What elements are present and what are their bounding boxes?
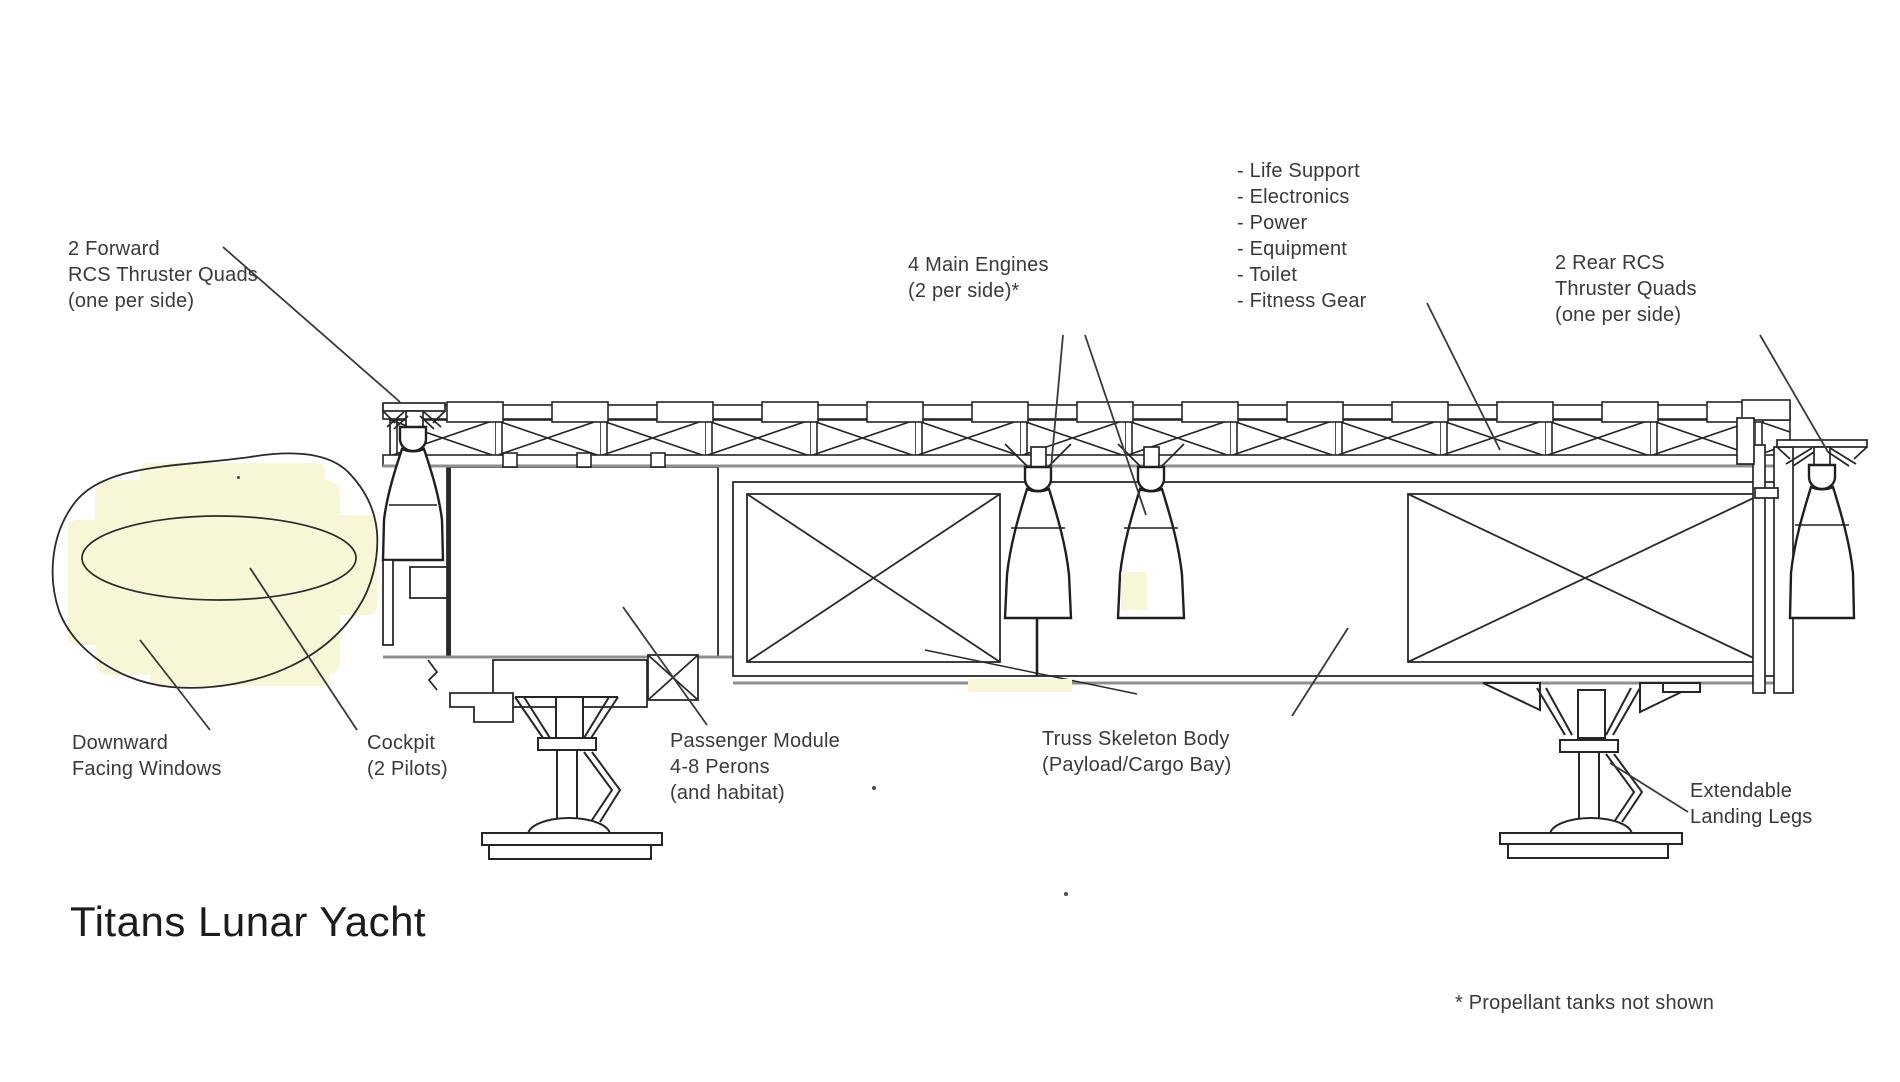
aft-plate-outer	[1752, 444, 1766, 694]
leader-windows	[139, 639, 211, 731]
label-truss-body: Truss Skeleton Body (Payload/Cargo Bay)	[1042, 728, 1232, 776]
landing-leg-left	[481, 696, 663, 860]
leader-truss-body	[1291, 627, 1349, 717]
rcs-quad-forward	[382, 402, 446, 430]
label-landing-legs: Extendable Landing Legs	[1690, 780, 1813, 828]
label-main-engines: 4 Main Engines (2 per side)*	[908, 254, 1049, 302]
module-left-port	[409, 566, 448, 599]
cockpit-blob	[51, 452, 379, 689]
hull-boxes	[383, 466, 1791, 723]
stray-dot-2	[1064, 892, 1068, 896]
stray-dot-3	[237, 476, 240, 479]
leader-contents	[1426, 302, 1501, 451]
cockpit-highlight	[68, 463, 377, 686]
window-ellipse	[81, 515, 357, 601]
label-windows: Downward Facing Windows	[72, 732, 222, 780]
engine-bell-front	[381, 425, 445, 646]
rcs-quad-rear	[1776, 439, 1868, 467]
label-module-contents: - Life Support - Electronics - Power - E…	[1237, 160, 1367, 312]
label-passenger-module: Passenger Module 4-8 Perons (and habitat…	[670, 730, 840, 804]
label-rear-rcs: 2 Rear RCS Thruster Quads (one per side)	[1555, 252, 1697, 326]
diagram-title: Titans Lunar Yacht	[70, 898, 427, 945]
engine-mount-mid-1	[1004, 443, 1072, 469]
label-forward-rcs: 2 Forward RCS Thruster Quads (one per si…	[68, 238, 258, 312]
leader-rear-rcs	[1759, 334, 1829, 453]
label-cockpit: Cockpit (2 Pilots)	[367, 732, 448, 780]
leader-engines-a	[1050, 334, 1064, 469]
truss-lugs	[502, 452, 666, 468]
engine-bell-mid-1	[1003, 465, 1073, 676]
leader-landing-legs	[1609, 762, 1689, 813]
footnote: * Propellant tanks not shown	[1455, 992, 1715, 1014]
engine-bell-mid-2	[1116, 465, 1186, 620]
engine-mount-mid-2	[1117, 443, 1185, 469]
leader-lines	[139, 246, 1829, 813]
landing-leg-right	[1482, 682, 1701, 859]
truss-spine	[382, 399, 1791, 468]
engine-bell-rear	[1788, 463, 1856, 620]
leader-cockpit	[249, 567, 358, 731]
passenger-module-box	[446, 466, 719, 658]
truss-tie-blocks	[446, 399, 1791, 423]
leader-forward-rcs	[222, 246, 401, 403]
leader-engines-b	[1084, 334, 1147, 516]
stray-dot-1	[872, 786, 876, 790]
leader-passenger	[622, 606, 708, 726]
